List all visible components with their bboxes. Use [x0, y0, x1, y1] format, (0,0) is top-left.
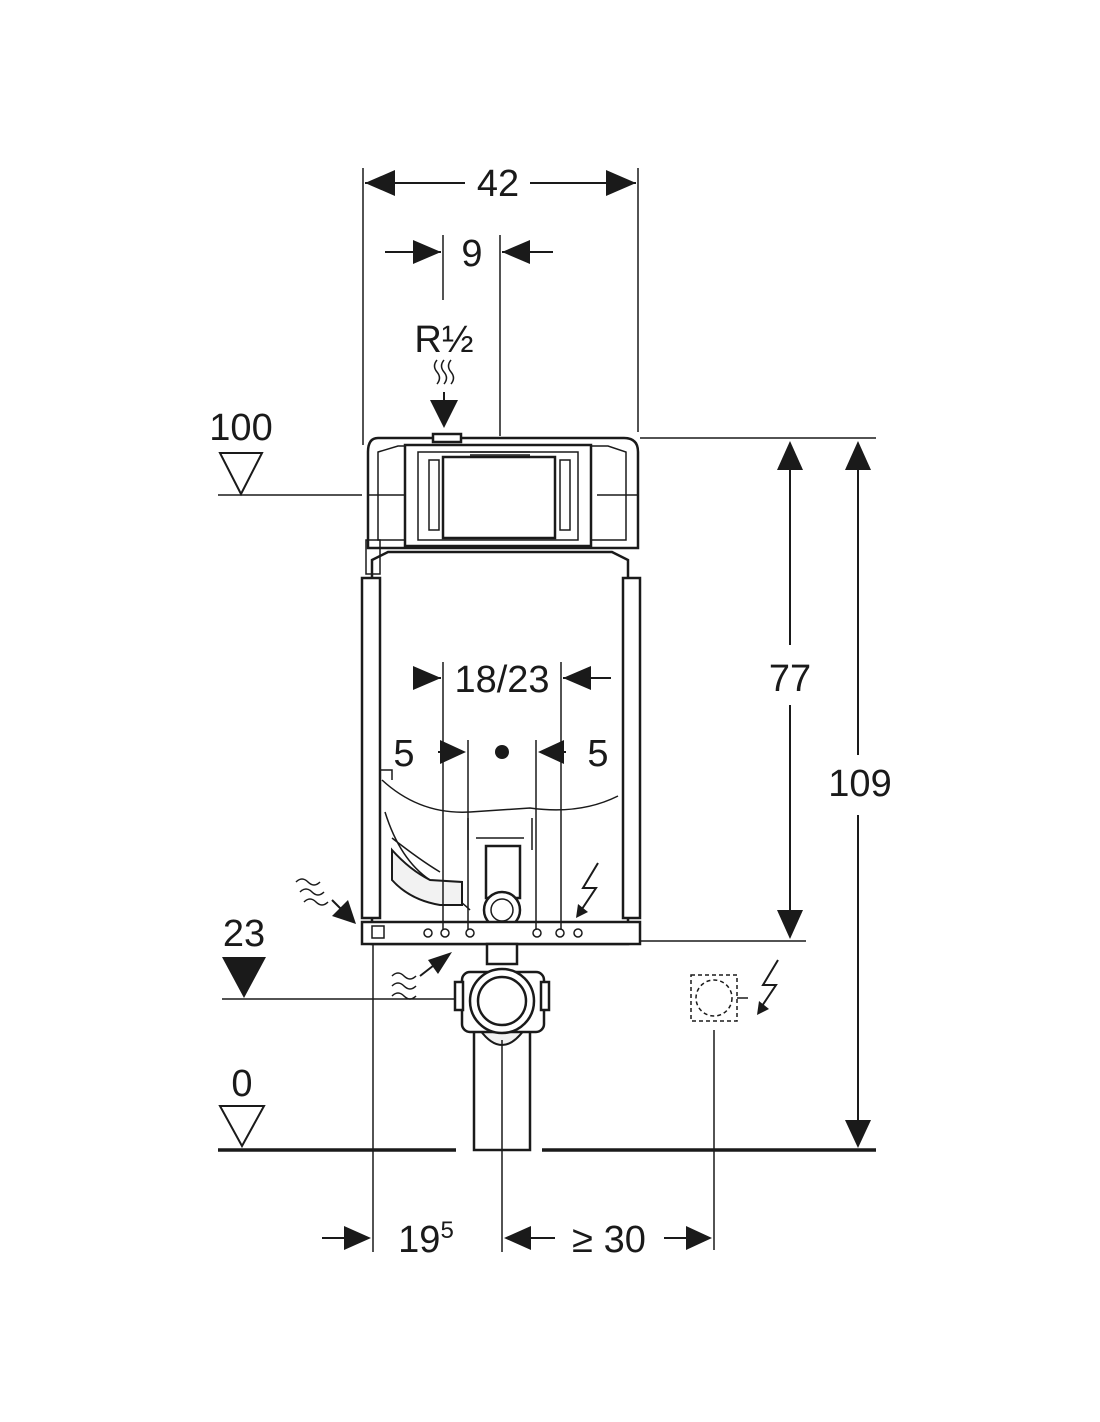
dimension-label-42: 42 — [477, 163, 519, 205]
water-supply-icon — [433, 359, 455, 385]
electric-icon — [757, 959, 779, 1015]
dimension-drain-spacing: 18/23 — [413, 659, 611, 930]
level-marker-0: 0 — [218, 1063, 266, 1149]
dimension-label-5-left: 5 — [393, 733, 414, 775]
water-supply-icon — [295, 878, 329, 906]
socket-icon — [690, 974, 748, 1250]
level-marker-23: 23 — [222, 913, 458, 1000]
electric-icon — [576, 862, 599, 918]
mounting-holes — [423, 928, 583, 938]
dimension-bolt-spacing: 5 5 — [393, 733, 609, 930]
dimension-label-18-23: 18/23 — [454, 659, 549, 701]
dimension-base-depth: 195 — [322, 944, 503, 1261]
level-label-100: 100 — [209, 407, 272, 449]
water-inlet-left — [295, 878, 356, 924]
level-marker-icon — [222, 957, 266, 998]
level-marker-icon — [218, 452, 264, 497]
level-label-23: 23 — [223, 913, 265, 955]
dimension-height-total: 109 — [828, 441, 892, 1148]
dimension-electric-distance: ≥ 30 — [504, 1219, 712, 1261]
level-marker-100: 100 — [209, 407, 362, 497]
dimension-label-19: 195 — [398, 1217, 454, 1261]
dimension-label-5-right: 5 — [587, 733, 608, 775]
dimension-label-77: 77 — [769, 658, 811, 700]
dimension-height-frame: 77 — [640, 437, 876, 942]
water-inlet-bottom — [391, 952, 452, 1000]
water-connection: R½ — [414, 319, 474, 428]
depth-superscript: 5 — [440, 1217, 453, 1244]
depth-value: 19 — [398, 1219, 440, 1261]
dimension-label-9: 9 — [461, 233, 482, 275]
dimension-label-30: ≥ 30 — [572, 1219, 646, 1261]
level-marker-icon — [218, 1105, 266, 1149]
water-supply-icon — [391, 972, 417, 1000]
dimension-flush-offset: 9 — [385, 233, 553, 436]
dimension-width-total: 42 — [362, 163, 639, 445]
dimension-label-109: 109 — [828, 763, 891, 805]
level-label-0: 0 — [231, 1063, 252, 1105]
connection-label: R½ — [414, 319, 473, 361]
